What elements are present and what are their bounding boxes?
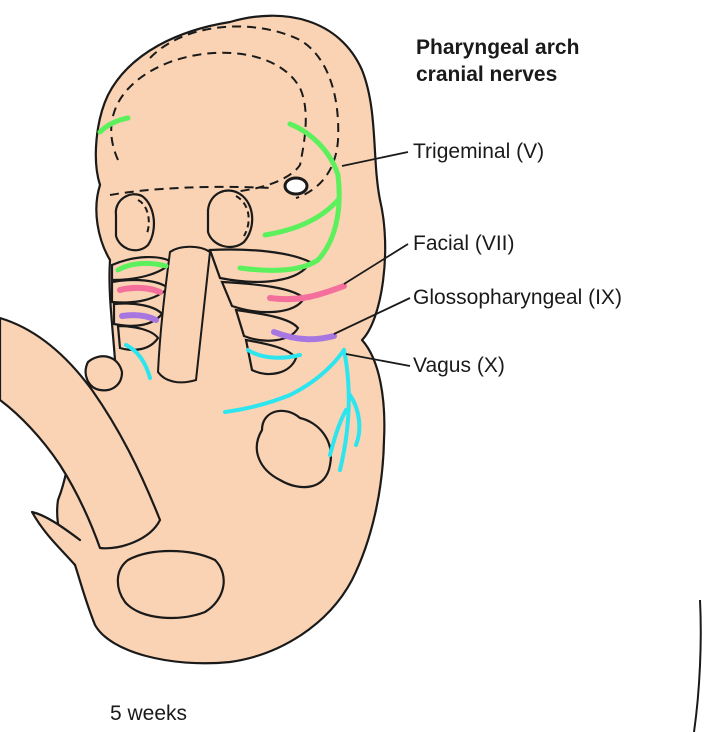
cardiac-swelling bbox=[86, 356, 122, 390]
label-trigeminal: Trigeminal (V) bbox=[413, 140, 544, 164]
embryo-body bbox=[57, 16, 385, 664]
label-vagus: Vagus (X) bbox=[413, 354, 505, 378]
adjacent-figure-edge bbox=[694, 600, 701, 732]
lower-limb-bud bbox=[118, 551, 224, 618]
diagram-title: Pharyngeal arch cranial nerves bbox=[416, 34, 696, 88]
otic-pit bbox=[285, 178, 307, 194]
label-facial: Facial (VII) bbox=[413, 232, 515, 256]
title-line-2: cranial nerves bbox=[416, 61, 696, 88]
age-caption: 5 weeks bbox=[110, 702, 187, 726]
label-glossopharyngeal: Glossopharyngeal (IX) bbox=[413, 286, 622, 310]
right-optic-bulge bbox=[208, 191, 252, 247]
title-line-1: Pharyngeal arch bbox=[416, 34, 696, 61]
